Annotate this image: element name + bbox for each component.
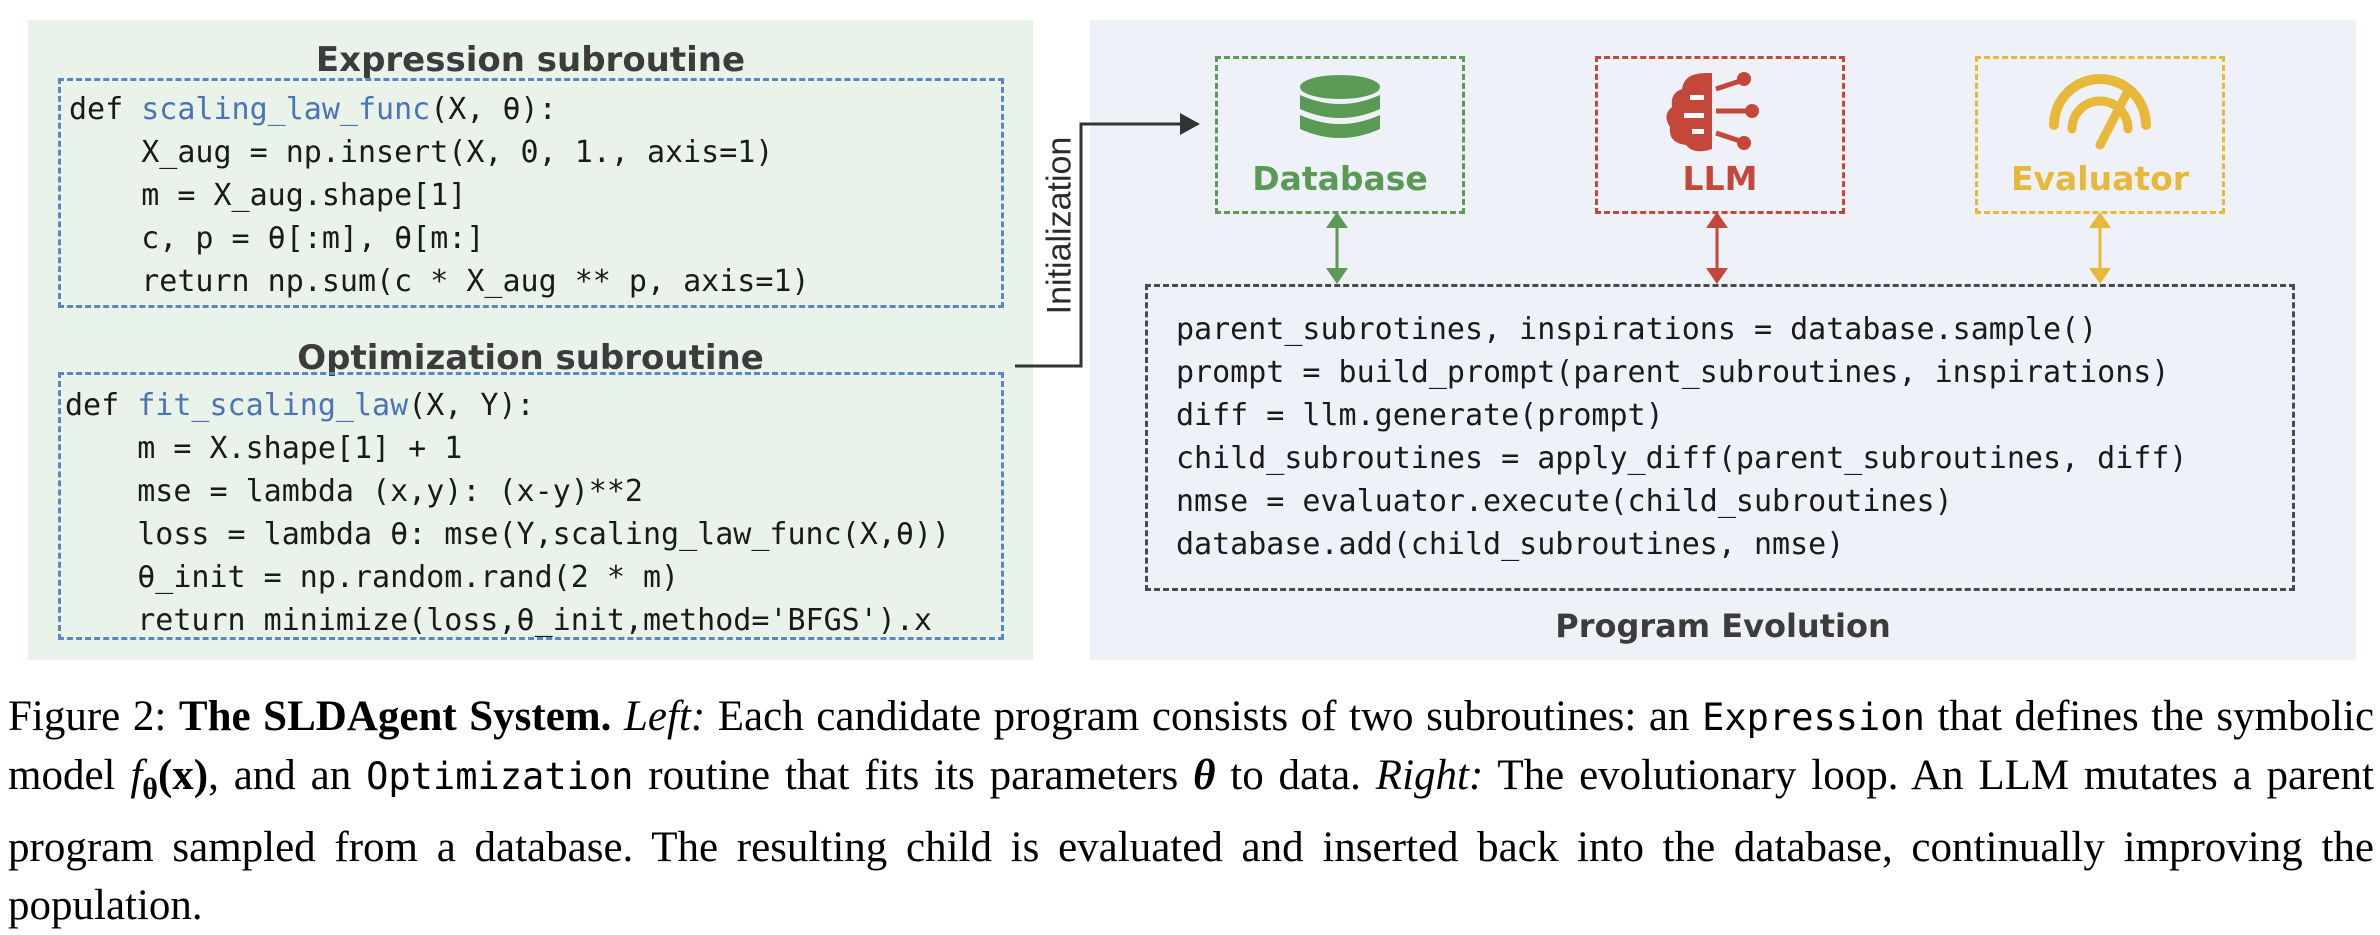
evolution-code-line: database.add(child_subroutines, nmse) [1176,527,1845,562]
optimization-code-term: Optimization [366,755,634,798]
database-icon [1300,75,1380,138]
theta-symbol: θ [1193,752,1216,799]
evaluator-gauge-icon [2049,74,2151,150]
optimization-code-line: loss = lambda θ: mse(Y,scaling_law_func(… [65,517,951,552]
expression-code-line: c, p = θ[:m], θ[m:] [69,221,485,256]
evolution-code-line: nmse = evaluator.execute(child_subroutin… [1176,484,1953,519]
optimization-code-line: θ_init = np.random.rand(2 * m) [65,560,680,595]
expression-subroutine-title: Expression subroutine [315,40,746,80]
optimization-subroutine-title: Optimization subroutine [297,338,764,378]
expression-code-line: return np.sum(c * X_aug ** p, axis=1) [69,264,810,299]
expression-code-line: m = X_aug.shape[1] [69,178,467,213]
evolution-code-line: prompt = build_prompt(parent_subroutines… [1176,355,2170,390]
database-box: Database [1215,56,1465,214]
evolution-code-line: child_subroutines = apply_diff(parent_su… [1176,441,2188,476]
initialization-label: Initialization [1040,136,1079,314]
evolution-loop-code-box: parent_subrotines, inspirations = databa… [1145,284,2295,591]
subroutines-panel: Expression subroutine def scaling_law_fu… [28,20,1033,660]
model-symbol: f [130,752,143,799]
evolution-code-line: diff = llm.generate(prompt) [1176,398,1664,433]
optimization-code-box: def fit_scaling_law(X, Y): m = X.shape[1… [58,372,1004,640]
evaluator-label: Evaluator [2010,159,2190,198]
database-label: Database [1252,159,1428,198]
llm-brain-icon [1666,72,1759,152]
llm-label: LLM [1682,159,1758,198]
expression-code-line: X_aug = np.insert(X, 0, 1., axis=1) [69,135,774,170]
expression-code-box: def scaling_law_func(X, θ): X_aug = np.i… [58,78,1004,308]
optimization-code-line: return minimize(loss,θ_init,method='BFGS… [65,603,932,638]
right-label: Right: [1375,752,1484,799]
expression-code-line: def scaling_law_func(X, θ): [69,92,557,127]
expression-code-term: Expression [1702,696,1925,739]
function-name: scaling_law_func [141,92,431,127]
figure-label: Figure 2: [8,693,167,740]
evaluator-box: Evaluator [1975,56,2225,214]
optimization-code-line: mse = lambda (x,y): (x-y)**2 [65,474,643,509]
program-evolution-title: Program Evolution [1555,607,1891,645]
figure-bold-title: The SLDAgent System. [178,693,612,740]
function-name: fit_scaling_law [137,388,409,423]
left-label: Left: [623,693,706,740]
figure-caption: Figure 2: The SLDAgent System. Left: Eac… [8,693,2375,929]
optimization-code-line: m = X.shape[1] + 1 [65,431,463,466]
llm-box: LLM [1595,56,1845,214]
optimization-code-line: def fit_scaling_law(X, Y): [65,388,535,423]
evolution-code-line: parent_subrotines, inspirations = databa… [1176,312,2098,347]
